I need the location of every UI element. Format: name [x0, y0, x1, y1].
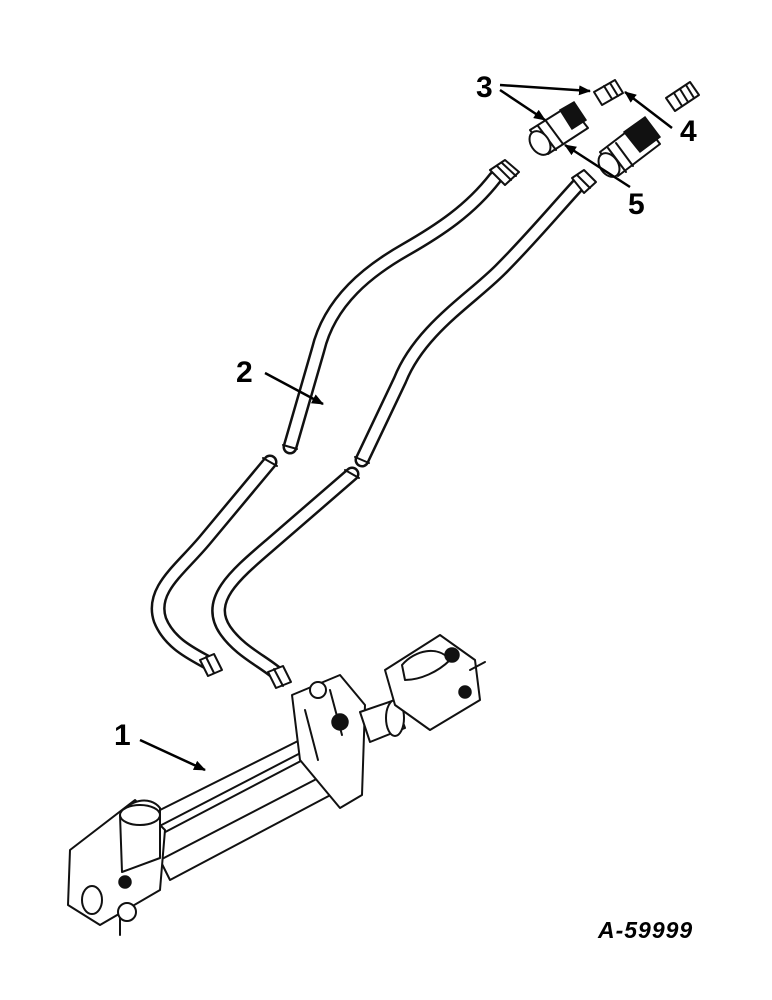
leader-5	[564, 143, 631, 189]
leader-3b	[499, 88, 546, 122]
rod-end-clevis	[384, 634, 486, 731]
coupler-body-left	[528, 101, 589, 156]
leader-1	[139, 738, 206, 772]
hose-left-fitting-top	[489, 159, 520, 186]
callout-1: 1	[114, 719, 131, 752]
callout-3: 3	[476, 71, 493, 104]
callout-4: 4	[680, 115, 697, 148]
cylinder-head-block	[291, 674, 366, 809]
hose-right-fitting-top	[571, 169, 597, 194]
hose-right-fitting-bottom	[267, 665, 292, 689]
callout-5: 5	[628, 188, 645, 221]
callout-2: 2	[236, 356, 253, 389]
hose-right-lower	[211, 466, 360, 684]
leader-arrows	[139, 83, 673, 772]
coupler-tip-right	[665, 81, 700, 112]
coupler-tip-left	[593, 79, 624, 106]
leader-4	[624, 91, 673, 129]
leader-2	[264, 371, 324, 406]
leader-3a	[499, 83, 591, 96]
hose-right-upper	[354, 177, 586, 468]
drawing-number: A-59999	[597, 917, 693, 943]
cylinder-rear-clevis	[67, 799, 166, 936]
hose-left-lower	[150, 454, 278, 673]
hose-left-upper	[282, 170, 503, 455]
hose-left-fitting-bottom	[199, 653, 223, 677]
coupler-body-right	[597, 115, 662, 178]
